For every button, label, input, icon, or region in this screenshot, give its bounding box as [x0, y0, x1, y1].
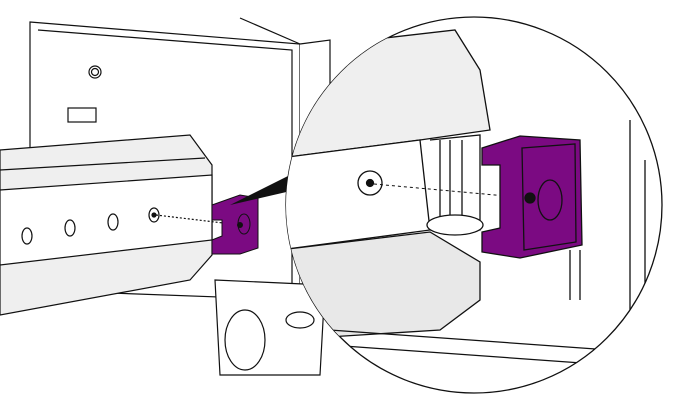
purple-bracket-magnified	[481, 135, 583, 259]
callout-pointer	[230, 170, 300, 205]
slide-rail	[0, 134, 241, 316]
magnified-detail-circle	[285, 16, 663, 394]
